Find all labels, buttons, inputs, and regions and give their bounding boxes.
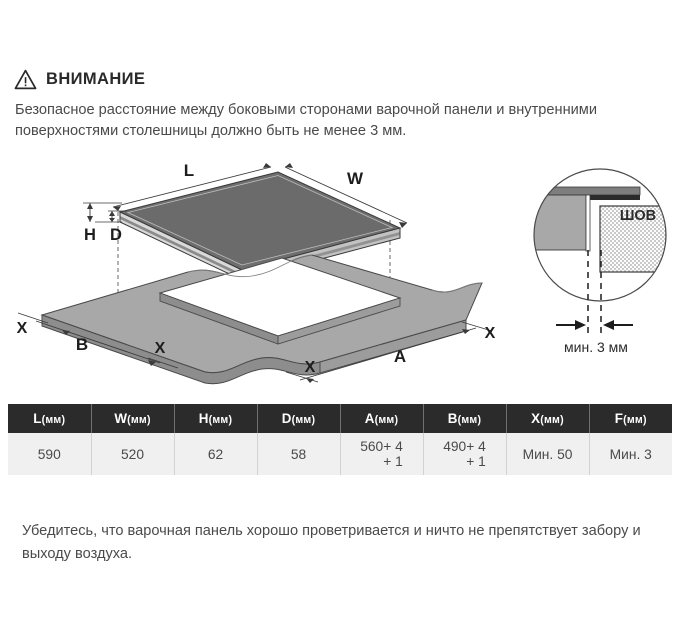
unit-W: (мм) [127, 414, 151, 426]
column-header-A: A(мм) [339, 404, 424, 433]
cell-A-value: 560+ 4 [360, 439, 403, 454]
label-seam: ШОВ [620, 208, 656, 224]
cell-B-tolerance: 490+ 4 + 1 [443, 439, 486, 469]
label-L: L [184, 161, 194, 180]
cell-L: 590 [8, 433, 92, 475]
gap-arrows [556, 320, 633, 330]
label-X-bottom-left: X [155, 340, 166, 357]
column-header-L: L(мм) [8, 404, 92, 433]
column-header-H: H(мм) [173, 404, 258, 433]
unit-F: (мм) [623, 414, 647, 426]
warning-title: ВНИМАНИЕ [46, 70, 146, 88]
symbol-W: W [114, 411, 128, 426]
dimension-L: L [112, 161, 272, 211]
cell-W: 520 [90, 433, 175, 475]
column-header-D: D(мм) [256, 404, 341, 433]
label-A: A [394, 347, 406, 366]
cell-B: 490+ 4 + 1 [422, 433, 507, 475]
label-H: H [84, 226, 96, 244]
unit-L: (мм) [41, 414, 66, 426]
warning-triangle-icon [14, 69, 37, 90]
cell-X: Мин. 50 [505, 433, 590, 475]
label-W: W [347, 169, 364, 188]
symbol-L: L [33, 411, 42, 426]
label-min-gap: мин. 3 мм [564, 339, 628, 355]
countertop-cutout [40, 254, 483, 385]
cell-H: 62 [173, 433, 258, 475]
cell-A-lower: + 1 [383, 454, 403, 469]
specification-table: L(мм) W(мм) H(мм) D(мм) A(мм) B(мм) X(мм… [8, 404, 672, 475]
symbol-D: D [281, 411, 292, 426]
label-D: D [110, 226, 122, 244]
symbol-H: H [198, 411, 209, 426]
unit-D: (мм) [291, 414, 316, 426]
dimension-B: B [35, 320, 161, 366]
warning-body-text: Безопасное расстояние между боковыми сто… [15, 102, 597, 139]
cell-B-value: 490+ 4 [443, 439, 486, 454]
unit-A: (мм) [374, 414, 399, 426]
label-X-right: X [485, 325, 496, 342]
ventilation-note: Убедитесь, что варочная панель хорошо пр… [22, 523, 641, 562]
unit-X: (мм) [540, 414, 564, 426]
installation-diagram: L W H D [0, 150, 680, 390]
symbol-F: F [614, 411, 624, 426]
symbol-X: X [531, 411, 541, 426]
detail-callout: ШОВ мин. 3 мм [533, 168, 667, 355]
dimension-W: W [284, 163, 408, 228]
symbol-B: B [447, 411, 458, 426]
cell-B-lower: + 1 [466, 454, 486, 469]
dimension-H-D: H D [83, 202, 126, 244]
unit-B: (мм) [457, 414, 482, 426]
column-header-W: W(мм) [90, 404, 175, 433]
column-header-B: B(мм) [422, 404, 507, 433]
table-row: 590 520 62 58 560+ 4 + 1 490+ 4 + 1 Мин.… [8, 433, 672, 475]
label-X-bottom-center: X [305, 359, 316, 376]
cell-A-tolerance: 560+ 4 + 1 [360, 439, 403, 469]
label-X-left: X [17, 320, 28, 337]
column-header-F: F(мм) [588, 404, 672, 433]
clearance-markers: X X X X [17, 312, 496, 383]
table-header-row: L(мм) W(мм) H(мм) D(мм) A(мм) B(мм) X(мм… [8, 404, 672, 433]
warning-header: ВНИМАНИЕ [14, 69, 145, 90]
cell-F: Мин. 3 [588, 433, 672, 475]
diagram-canvas: L W H D [17, 161, 667, 385]
cell-A: 560+ 4 + 1 [339, 433, 424, 475]
unit-H: (мм) [208, 414, 233, 426]
label-B: B [76, 335, 88, 354]
symbol-A: A [364, 411, 375, 426]
cell-D: 58 [256, 433, 341, 475]
detail-circle-outline [533, 168, 667, 302]
column-header-X: X(мм) [505, 404, 590, 433]
